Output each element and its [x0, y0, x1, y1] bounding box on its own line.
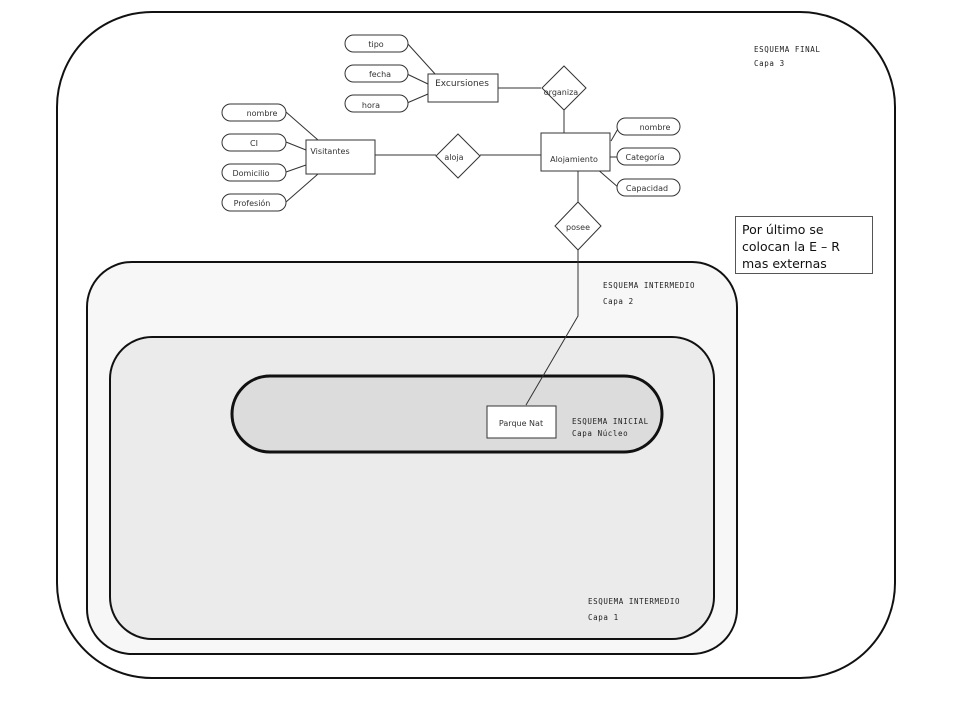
layer-inicial-title: ESQUEMA INICIAL [572, 417, 649, 426]
svg-text:Capacidad: Capacidad [626, 184, 668, 193]
svg-text:tipo: tipo [368, 40, 383, 49]
svg-text:organiza: organiza [544, 88, 579, 97]
layer-intermedio2-title: ESQUEMA INTERMEDIO [603, 281, 695, 290]
svg-text:Profesión: Profesión [234, 198, 271, 208]
attribute-profesion: Profesión [221, 193, 287, 212]
layer-final-subtitle: Capa 3 [754, 59, 785, 68]
svg-text:Parque Nat: Parque Nat [499, 419, 543, 428]
svg-text:aloja: aloja [444, 153, 463, 162]
connector-lines [285, 42, 620, 406]
attribute-categoria: Categoría [616, 147, 681, 166]
explanation-note: Por último se colocan la E – R mas exter… [735, 216, 873, 274]
layer-final-title: ESQUEMA FINAL [754, 45, 821, 54]
entity-excursiones: Excursiones [427, 73, 499, 103]
relationship-organiza: organiza [541, 65, 587, 111]
layer-nucleo-container [230, 374, 664, 454]
svg-text:Alojamiento: Alojamiento [550, 155, 598, 164]
relationship-aloja: aloja [435, 133, 481, 179]
svg-text:nombre: nombre [640, 123, 671, 132]
attribute-hora: hora [344, 94, 409, 113]
relationship-posee: posee [554, 201, 602, 251]
entity-visitantes: Visitantes [305, 139, 376, 175]
attribute-fecha: fecha [344, 64, 409, 83]
svg-text:Categoría: Categoría [626, 153, 665, 162]
entity-alojamiento: Alojamiento [540, 132, 611, 172]
svg-text:hora: hora [362, 101, 380, 110]
svg-text:posee: posee [566, 223, 590, 232]
svg-text:Visitantes: Visitantes [310, 147, 349, 156]
attribute-nombre-visitante: nombre [221, 103, 287, 122]
attribute-nombre-alojamiento: nombre [616, 117, 681, 136]
layer-intermedio1-title: ESQUEMA INTERMEDIO [588, 597, 680, 606]
svg-text:nombre: nombre [247, 109, 278, 118]
svg-text:fecha: fecha [369, 70, 391, 79]
attribute-tipo: tipo [344, 34, 409, 53]
svg-text:Domicilio: Domicilio [232, 169, 269, 178]
entity-parque-nat: Parque Nat [486, 405, 557, 439]
layer-intermedio1-subtitle: Capa 1 [588, 613, 619, 622]
attribute-capacidad: Capacidad [616, 178, 681, 197]
svg-text:CI: CI [250, 139, 258, 148]
attribute-ci: CI [221, 133, 287, 152]
attribute-domicilio: Domicilio [221, 163, 287, 182]
svg-text:Excursiones: Excursiones [435, 79, 489, 89]
layer-inicial-subtitle: Capa Núcleo [572, 429, 628, 438]
layer-intermedio2-subtitle: Capa 2 [603, 297, 634, 306]
